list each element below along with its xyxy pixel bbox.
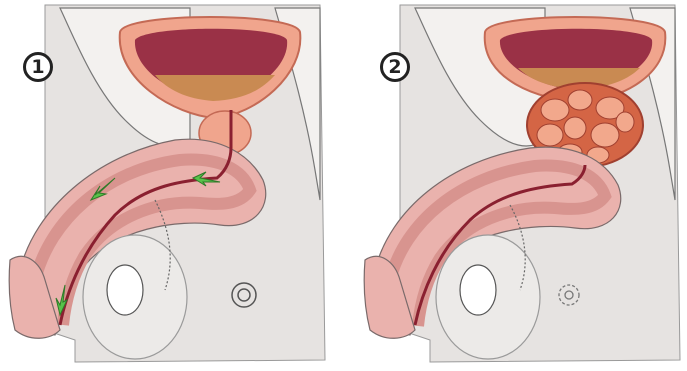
anatomy-illustration-2 <box>360 0 687 371</box>
anatomy-illustration-1 <box>5 0 335 371</box>
testis <box>107 265 143 315</box>
panel-enlarged-prostate: 2 <box>360 0 687 371</box>
step-badge-1: 1 <box>23 52 53 82</box>
panel-normal-prostate: 1 <box>5 0 335 371</box>
step-badge-2: 2 <box>380 52 410 82</box>
testis <box>460 265 496 315</box>
